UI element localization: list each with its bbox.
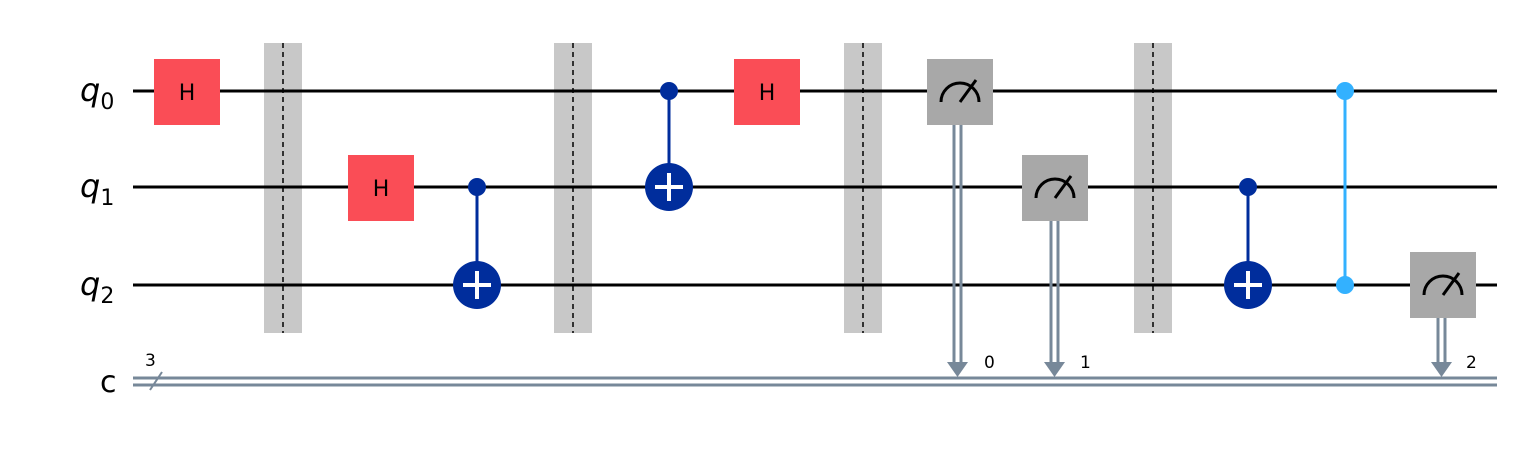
label-c: c bbox=[100, 365, 117, 400]
control-dot bbox=[660, 82, 678, 100]
label-q0: q0 bbox=[80, 71, 114, 115]
control-dot bbox=[1239, 178, 1257, 196]
classical-size: 3 bbox=[145, 351, 156, 371]
label-q1: q1 bbox=[80, 167, 114, 211]
control-dot bbox=[1336, 276, 1354, 294]
svg-text:H: H bbox=[373, 177, 390, 202]
cnot-q1-q2-second bbox=[1224, 178, 1272, 309]
h-gate-q1: H bbox=[348, 155, 414, 221]
measure-q1: 1 bbox=[1022, 155, 1091, 377]
svg-text:0: 0 bbox=[984, 353, 995, 373]
svg-text:H: H bbox=[759, 81, 776, 106]
label-q2: q2 bbox=[80, 265, 114, 309]
meter-icon bbox=[939, 81, 981, 103]
wire-c bbox=[133, 371, 1497, 391]
meter-icon bbox=[1422, 274, 1464, 296]
meter-icon bbox=[1034, 177, 1076, 199]
svg-text:H: H bbox=[179, 81, 196, 106]
control-dot bbox=[468, 178, 486, 196]
cnot-q0-q1 bbox=[645, 82, 693, 211]
svg-text:1: 1 bbox=[1080, 353, 1091, 373]
measure-q0: 0 bbox=[927, 59, 995, 377]
control-dot bbox=[1336, 82, 1354, 100]
svg-text:2: 2 bbox=[1466, 353, 1477, 373]
cnot-q1-q2 bbox=[453, 178, 501, 309]
measure-q2: 2 bbox=[1410, 252, 1477, 377]
cz-q0-q2 bbox=[1336, 82, 1354, 294]
h-gate-q0-second: H bbox=[734, 59, 800, 125]
h-gate-q0-first: H bbox=[154, 59, 220, 125]
